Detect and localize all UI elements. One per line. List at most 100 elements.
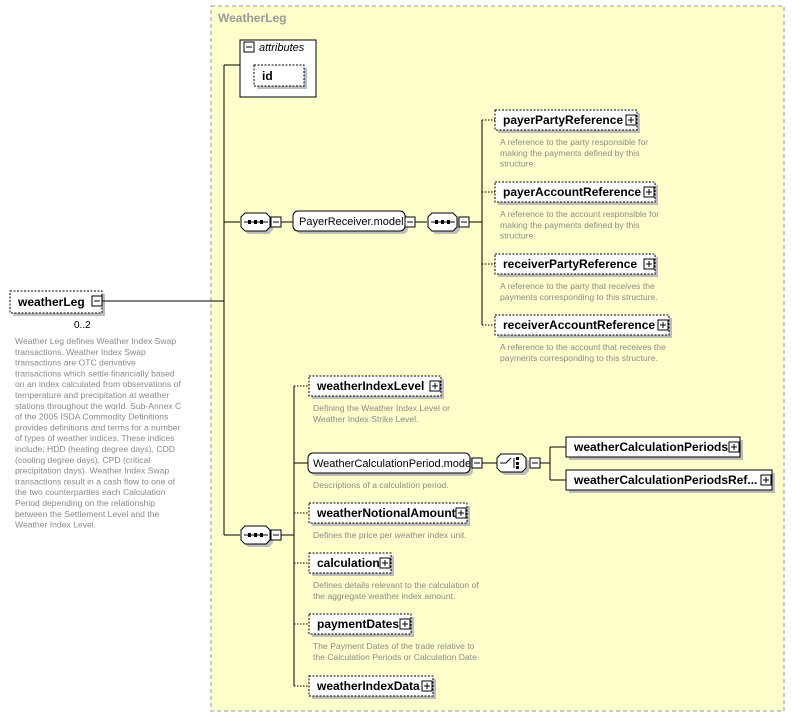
choice-compositor[interactable] <box>496 453 541 475</box>
root-doc-line: Period depending on the relationship <box>15 498 155 508</box>
child-doc-line: A reference to the party responsible for <box>500 137 648 147</box>
attribute-id-label: id <box>262 69 273 83</box>
child-doc-line: Weather Index Strike Level. <box>313 414 418 424</box>
child-doc-line: making the payments defined by this <box>500 148 640 158</box>
seq-dot <box>447 220 450 224</box>
element-box <box>308 502 468 524</box>
seq-dot <box>248 220 251 224</box>
element-label: weatherCalculationPeriodsRef... <box>573 473 757 487</box>
choice-switch <box>500 457 512 464</box>
root-doc-line: transactions are OTC derivative <box>15 358 136 368</box>
element-label: payerAccountReference <box>503 185 641 199</box>
root-doc-line: provides definitions and terms for a num… <box>15 422 180 432</box>
schema-element[interactable]: payerAccountReference <box>494 181 658 205</box>
child-doc-line: Defines the price per weather index unit… <box>313 530 467 540</box>
root-element: weatherLeg 0..2 Weather Leg defines Weat… <box>9 290 181 530</box>
choice-dot <box>516 457 519 460</box>
element-label: weatherIndexLevel <box>316 379 424 393</box>
element-box <box>494 181 656 203</box>
sequence-compositor-3[interactable] <box>240 525 282 547</box>
element-box <box>494 109 638 131</box>
choice-dot <box>516 466 519 469</box>
element-label: paymentDates <box>317 617 399 631</box>
root-doc-line: transactions result in a cash flow to on… <box>15 476 176 486</box>
calc-period-children: weatherCalculationPeriods weatherCalculat… <box>550 436 775 493</box>
element-box <box>565 469 773 491</box>
element-label: calculation <box>317 556 380 570</box>
schema-element[interactable]: weatherNotionalAmount <box>308 502 470 526</box>
payer-children: payerPartyReference A reference to the pa… <box>482 109 672 363</box>
element-box <box>308 613 412 635</box>
schema-element[interactable]: receiverPartyReference <box>494 253 658 277</box>
attribute-id[interactable] <box>253 64 305 87</box>
schema-element[interactable]: payerPartyReference <box>494 109 640 133</box>
root-doc-line: transactions. Weather Index Swap <box>15 347 146 357</box>
element-box <box>308 675 434 697</box>
element-box <box>565 436 741 458</box>
element-label: receiverAccountReference <box>503 318 655 332</box>
root-doc-line: transactions which settle financially ba… <box>15 368 175 378</box>
child-doc-line: A reference to the party that receives t… <box>500 281 655 291</box>
element-box <box>308 552 392 574</box>
element-label: weatherIndexData <box>316 679 420 693</box>
root-documentation: Weather Leg defines Weather Index Swaptr… <box>15 336 181 530</box>
calc-doc-line: Descriptions of a calculation period. <box>313 480 449 490</box>
root-doc-line: stations throughout the world. Sub-Annex… <box>15 401 181 411</box>
seq-dot <box>260 220 263 224</box>
calc-period-group[interactable]: WeatherCalculationPeriod.model Descripti… <box>294 452 483 490</box>
schema-element[interactable]: calculation <box>308 552 394 576</box>
child-doc-line: payments corresponding to this structure… <box>500 353 658 363</box>
schema-element[interactable]: paymentDates <box>308 613 414 637</box>
root-doc-line: Weather Leg defines Weather Index Swap <box>15 336 176 346</box>
root-doc-line: on an index calculated from observations… <box>15 379 181 389</box>
root-doc-line: temperature and precipitation at weather <box>15 390 169 400</box>
child-doc-line: Defining the Weather Index Level or <box>313 403 450 413</box>
seq-dot <box>435 220 438 224</box>
sequence-compositor-2[interactable] <box>427 212 470 234</box>
child-doc-line: Defines details relevant to the calculat… <box>313 580 479 590</box>
element-box <box>494 253 656 275</box>
schema-element[interactable]: weatherCalculationPeriods <box>565 436 743 460</box>
container-title: WeatherLeg <box>218 11 286 25</box>
root-element-label: weatherLeg <box>17 295 85 309</box>
root-doc-line: of the 2005 ISDA Commodity Definitions <box>15 412 168 422</box>
payerreceiver-model-label: PayerReceiver.model <box>299 216 404 228</box>
attributes-panel: attributes id <box>239 39 317 98</box>
element-box <box>308 375 442 397</box>
child-doc-line: A reference to the account responsible f… <box>500 209 659 219</box>
child-doc-line: The Payment Dates of the trade relative … <box>313 641 475 651</box>
calc-period-model-label: WeatherCalculationPeriod.model <box>313 458 474 470</box>
schema-element[interactable]: weatherIndexLevel <box>308 375 444 399</box>
child-doc-line: the Calculation Periods or Calculation D… <box>313 652 477 662</box>
root-doc-line: precipitation days). Weather Index Swap <box>15 466 169 476</box>
root-doc-line: of types of weather indices. These indic… <box>15 433 174 443</box>
seq-dot <box>254 533 257 537</box>
weathercalculationperiod-model-box <box>307 452 471 474</box>
root-doc-line: (cooling degree days), CPD (critical <box>15 455 150 465</box>
child-doc-line: payments corresponding to this structure… <box>500 292 658 302</box>
root-doc-line: the two counterparties each Calculation <box>15 487 166 497</box>
element-box <box>494 314 670 336</box>
child-doc-line: making the payments defined by this <box>500 220 640 230</box>
element-label: weatherNotionalAmount <box>316 506 456 520</box>
seq-dot <box>248 533 251 537</box>
element-label: payerPartyReference <box>503 113 623 127</box>
schema-element[interactable]: receiverAccountReference <box>494 314 672 338</box>
root-doc-line: include: HDD (heating degree days), CDD <box>15 444 175 454</box>
root-doc-line: Weather Index Level. <box>15 520 96 530</box>
sequence-compositor-1[interactable] <box>240 212 282 234</box>
attributes-label: attributes <box>259 42 305 54</box>
choice-dot <box>516 462 519 465</box>
element-label: weatherCalculationPeriods <box>573 440 728 454</box>
payer-receiver-group[interactable]: PayerReceiver.model <box>292 210 416 234</box>
child-doc-line: structure. <box>500 159 536 169</box>
schema-element[interactable]: weatherIndexData <box>308 675 436 699</box>
root-occurrence: 0..2 <box>74 320 91 331</box>
schema-element[interactable]: weatherCalculationPeriodsRef... <box>565 469 775 493</box>
seq-dot <box>441 220 444 224</box>
seq-dot <box>260 533 263 537</box>
child-doc-line: structure. <box>500 231 536 241</box>
calc-period-doc: Descriptions of a calculation period. <box>313 480 449 490</box>
